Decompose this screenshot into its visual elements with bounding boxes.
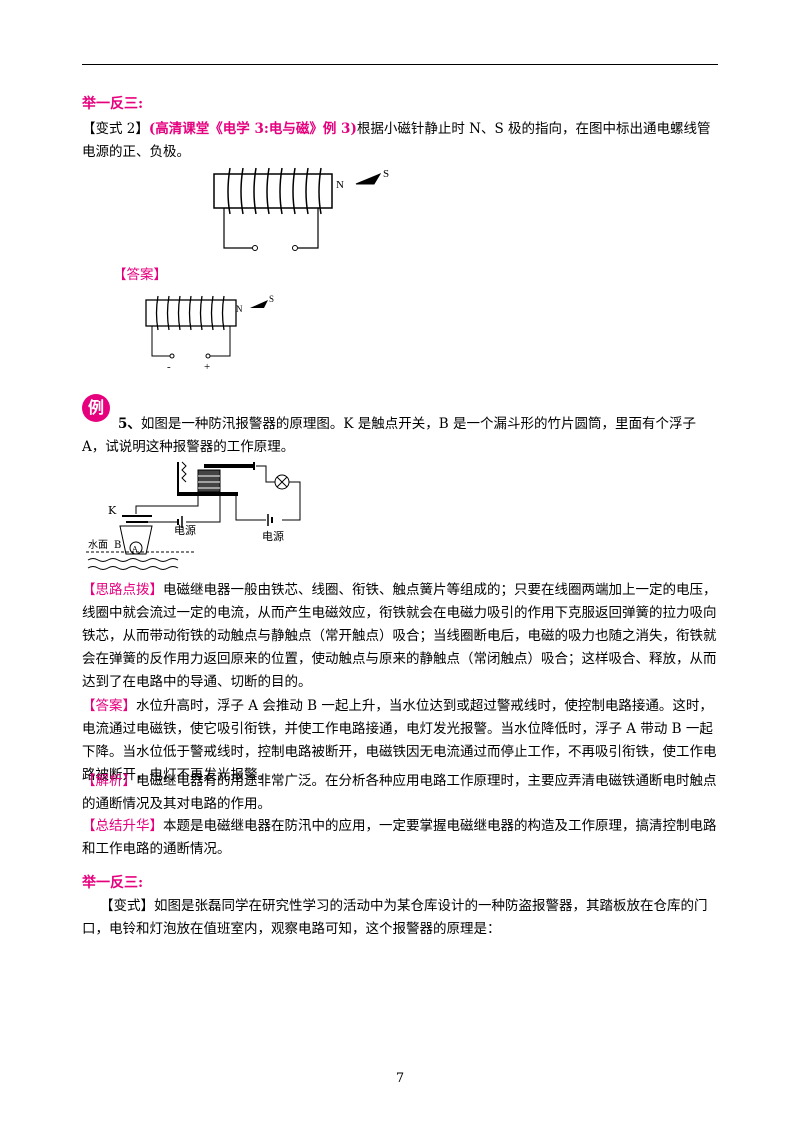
summary-label: 【总结升华】 bbox=[82, 818, 163, 834]
practice-1-heading: 举一反三: bbox=[82, 96, 144, 112]
header-rule bbox=[82, 64, 718, 65]
n-pole-label: N bbox=[236, 304, 243, 314]
summary-paragraph: 【总结升华】本题是电磁继电器在防汛中的应用，一定要掌握电磁继电器的构造及工作原理… bbox=[82, 818, 717, 857]
solenoid-figure-answer: N S - + bbox=[145, 294, 274, 373]
analysis-paragraph: 【思路点拨】电磁继电器一般由铁芯、线圈、衔铁、触点簧片等组成的；只要在线圈两端加… bbox=[82, 582, 717, 690]
plus-label: + bbox=[204, 361, 210, 373]
source-1-label: 电源 bbox=[174, 523, 196, 537]
explanation-label: 【解析】 bbox=[82, 773, 136, 789]
practice-2-question: 【变式】如图是张磊同学在研究性学习的活动中为某仓库设计的一种防盗报警器，其踏板放… bbox=[82, 898, 708, 937]
b-label: B bbox=[114, 540, 121, 551]
float-a-label: A bbox=[131, 545, 138, 554]
example-badge: 例 bbox=[82, 394, 110, 422]
variant-tag: 【变式 2】 bbox=[82, 121, 149, 137]
page-number: 7 bbox=[395, 1071, 405, 1086]
k-switch-label: K bbox=[108, 504, 117, 517]
s-pole-label: S bbox=[269, 294, 274, 304]
solenoid-figure-question: N S bbox=[213, 167, 389, 251]
n-pole-label: N bbox=[336, 179, 344, 191]
analysis-label: 【思路点拨】 bbox=[82, 582, 163, 598]
explanation-paragraph: 【解析】电磁继电器有的用途非常广泛。在分析各种应用电路工作原理时，主要应弄清电磁… bbox=[82, 773, 717, 812]
source-2-label: 电源 bbox=[262, 529, 284, 543]
s-pole-label: S bbox=[383, 168, 389, 180]
practice-2-heading: 举一反三: bbox=[82, 875, 144, 891]
example-5-question: 5、如图是一种防汛报警器的原理图。K 是触点开关，B 是一个漏斗形的竹片圆筒，里… bbox=[82, 416, 696, 455]
minus-label: - bbox=[167, 361, 171, 373]
answer-paragraph: 【答案】水位升高时，浮子 A 会推动 B 一起上升，当水位达到或超过警戒线时，使… bbox=[82, 698, 717, 783]
answer-1-label: 【答案】 bbox=[113, 267, 167, 283]
question-text: 根据小磁针静止时 N、S 极的指向，在图中标出通电螺线管电源的正、负极。 bbox=[82, 121, 711, 160]
practice-1-question: 【变式 2】(高清课堂《电学 3:电与磁》例 3)根据小磁针静止时 N、S 极的… bbox=[82, 118, 722, 164]
source-ref: (高清课堂《电学 3:电与磁》例 3) bbox=[148, 121, 357, 137]
water-label: 水面 bbox=[88, 539, 108, 551]
flood-alarm-figure: 电源 电源 K A 水面 B bbox=[86, 461, 301, 570]
answer-label: 【答案】 bbox=[82, 698, 136, 714]
